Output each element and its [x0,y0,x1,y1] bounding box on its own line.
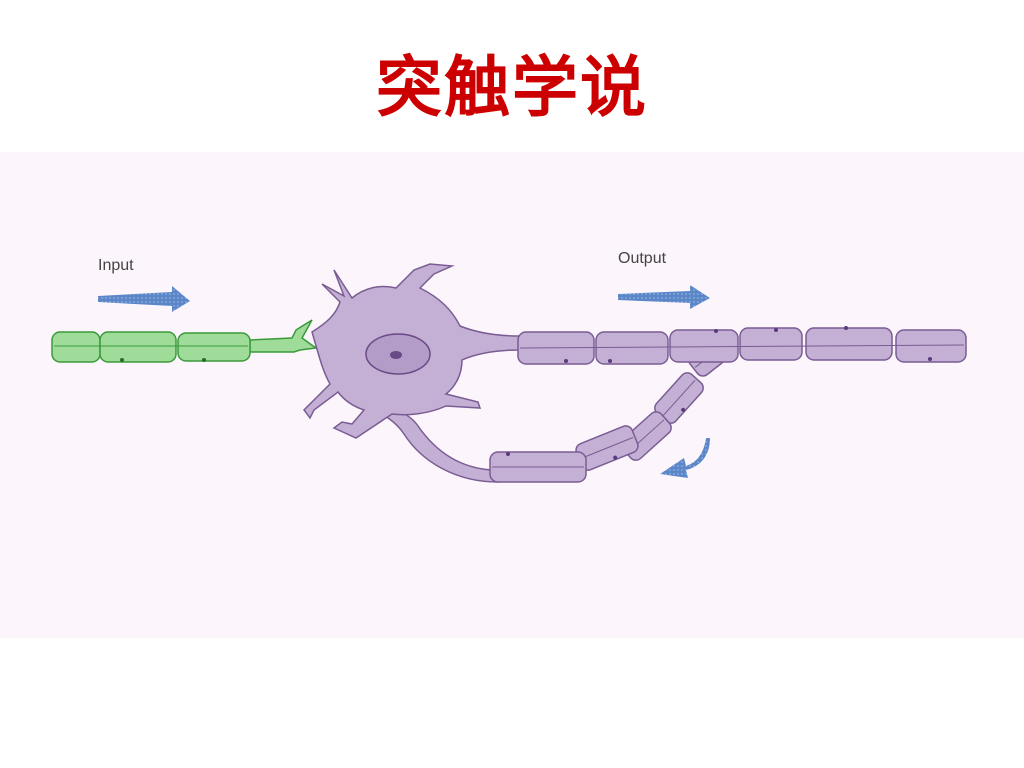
myelin-segment [99,331,177,363]
myelin-segment [739,327,803,361]
nucleolus [390,351,402,359]
input-axon [51,319,318,363]
feedback-arrow-icon [660,438,710,478]
myelin-segment [51,331,101,363]
myelin-segment [895,329,967,363]
output-label: Output [618,250,667,267]
myelin-segment [669,329,739,363]
neuron-diagram: Input Output [0,152,1024,638]
diagram-background [0,152,1024,638]
output-axon [517,326,967,365]
input-arrow-icon [98,286,190,312]
output-arrow-icon [618,285,710,309]
neuron-diagram-svg: Input Output [0,152,1024,638]
input-label: Input [98,257,134,274]
neuron-cell-body [303,263,521,439]
myelin-segment [805,327,893,361]
slide-title: 突触学说 [376,49,648,126]
myelin-segment [595,331,669,365]
myelin-segment [177,332,251,362]
